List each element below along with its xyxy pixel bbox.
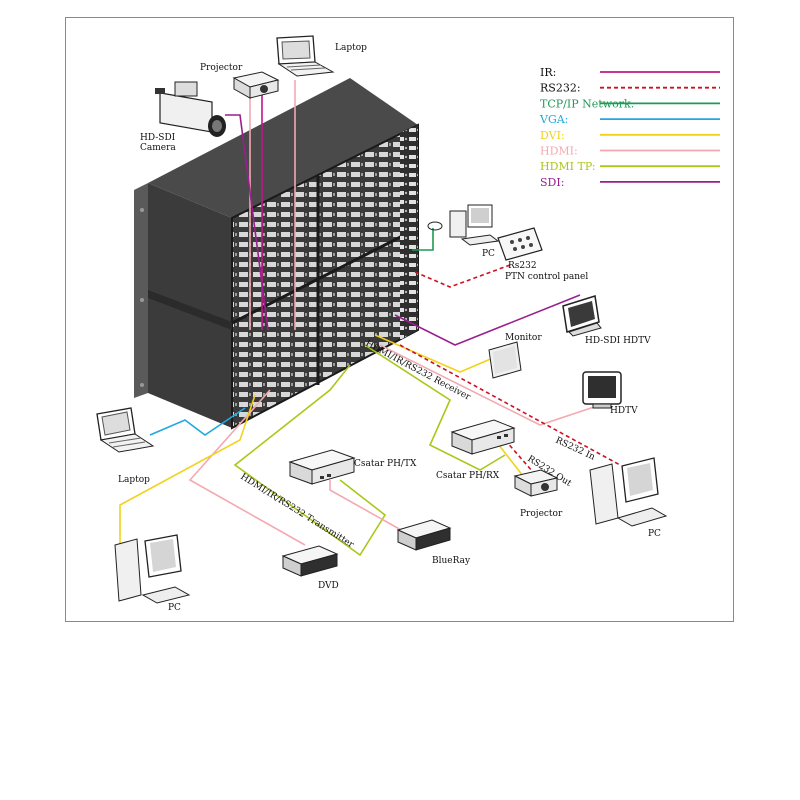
pc-bottom-device bbox=[114, 534, 191, 604]
cable-ptn-rs232 bbox=[414, 264, 511, 288]
cable-tx-blueray bbox=[329, 480, 411, 536]
legend-label-2: TCP/IP Network: bbox=[540, 97, 634, 110]
hdtv-device bbox=[582, 371, 622, 409]
legend-label-6: HDMI TP: bbox=[540, 160, 596, 173]
label-dvd: DVD bbox=[318, 581, 339, 591]
legend: IR: RS232: TCP/IP Network: VGA: DVI: HDMI: HDM… bbox=[539, 66, 720, 189]
chassis-top bbox=[148, 78, 418, 218]
cable-laptop-vga bbox=[149, 407, 246, 436]
label-camera-line1: HD-SDI bbox=[140, 133, 176, 143]
label-hdmi-transmitter: HDMI/IR/RS232 Transmitter bbox=[238, 472, 355, 551]
projector-top-device bbox=[232, 71, 280, 99]
laptop-top-device bbox=[276, 35, 335, 77]
monitor-device bbox=[488, 341, 522, 379]
ptn-control-panel-device bbox=[497, 227, 543, 261]
label-rs232: Rs232 bbox=[508, 261, 537, 271]
cable-camera-sdi bbox=[225, 114, 269, 331]
legend-label-4: DVI: bbox=[540, 129, 565, 142]
laptop-left-device bbox=[96, 407, 155, 453]
cable-pc-tcpip bbox=[412, 228, 434, 251]
cable-pc-dvi bbox=[119, 394, 256, 545]
hdsdi-hdtv-device bbox=[562, 295, 602, 337]
legend-label-1: RS232: bbox=[540, 82, 581, 95]
legend-label-3: VGA: bbox=[539, 113, 568, 126]
label-projector-top: Projector bbox=[200, 63, 243, 73]
cable-hdtv-hdmi bbox=[379, 344, 601, 426]
label-pc-far-right: PC bbox=[648, 529, 661, 539]
label-monitor: Monitor bbox=[505, 333, 542, 343]
label-hdsdi-hdtv: HD-SDI HDTV bbox=[585, 336, 651, 346]
label-csatar-rx: Csatar PH/RX bbox=[436, 471, 500, 481]
label-camera-line2: Camera bbox=[140, 143, 176, 153]
pc-right-device bbox=[427, 204, 500, 246]
label-projector-bottom: Projector bbox=[520, 509, 563, 519]
label-blueray: BlueRay bbox=[432, 556, 471, 566]
hdsdi-camera-device bbox=[155, 81, 226, 137]
blueray-device bbox=[396, 519, 452, 551]
label-ptn-panel: PTN control panel bbox=[505, 272, 588, 282]
label-laptop-top: Laptop bbox=[335, 43, 367, 53]
label-csatar-tx: Csatar PH/TX bbox=[354, 459, 417, 469]
cable-hdsdi-hdtv bbox=[394, 294, 581, 346]
cable-receiver-tp bbox=[364, 344, 506, 471]
chassis-left-side bbox=[148, 183, 232, 428]
label-hdtv: HDTV bbox=[610, 406, 638, 416]
label-pc-bottom: PC bbox=[168, 603, 181, 613]
dvd-device bbox=[281, 545, 339, 577]
cables bbox=[119, 80, 621, 557]
csatar-tx-device bbox=[288, 449, 356, 485]
cable-monitor-dvi bbox=[374, 334, 501, 373]
csatar-rx-device bbox=[450, 419, 516, 455]
label-pc-right: PC bbox=[482, 249, 495, 259]
legend-label-7: SDI: bbox=[540, 176, 564, 189]
legend-label-5: HDMI: bbox=[540, 145, 578, 158]
legend-label-0: IR: bbox=[540, 66, 556, 79]
chassis-left-flange bbox=[134, 183, 148, 398]
matrix-switcher-chassis bbox=[134, 78, 419, 430]
pc-far-right-device bbox=[589, 457, 668, 527]
cable-transmitter-tp bbox=[233, 364, 387, 557]
cable-dvd-hdmi bbox=[188, 389, 306, 546]
projector-bottom-device bbox=[513, 469, 559, 497]
label-laptop-left: Laptop bbox=[118, 475, 150, 485]
